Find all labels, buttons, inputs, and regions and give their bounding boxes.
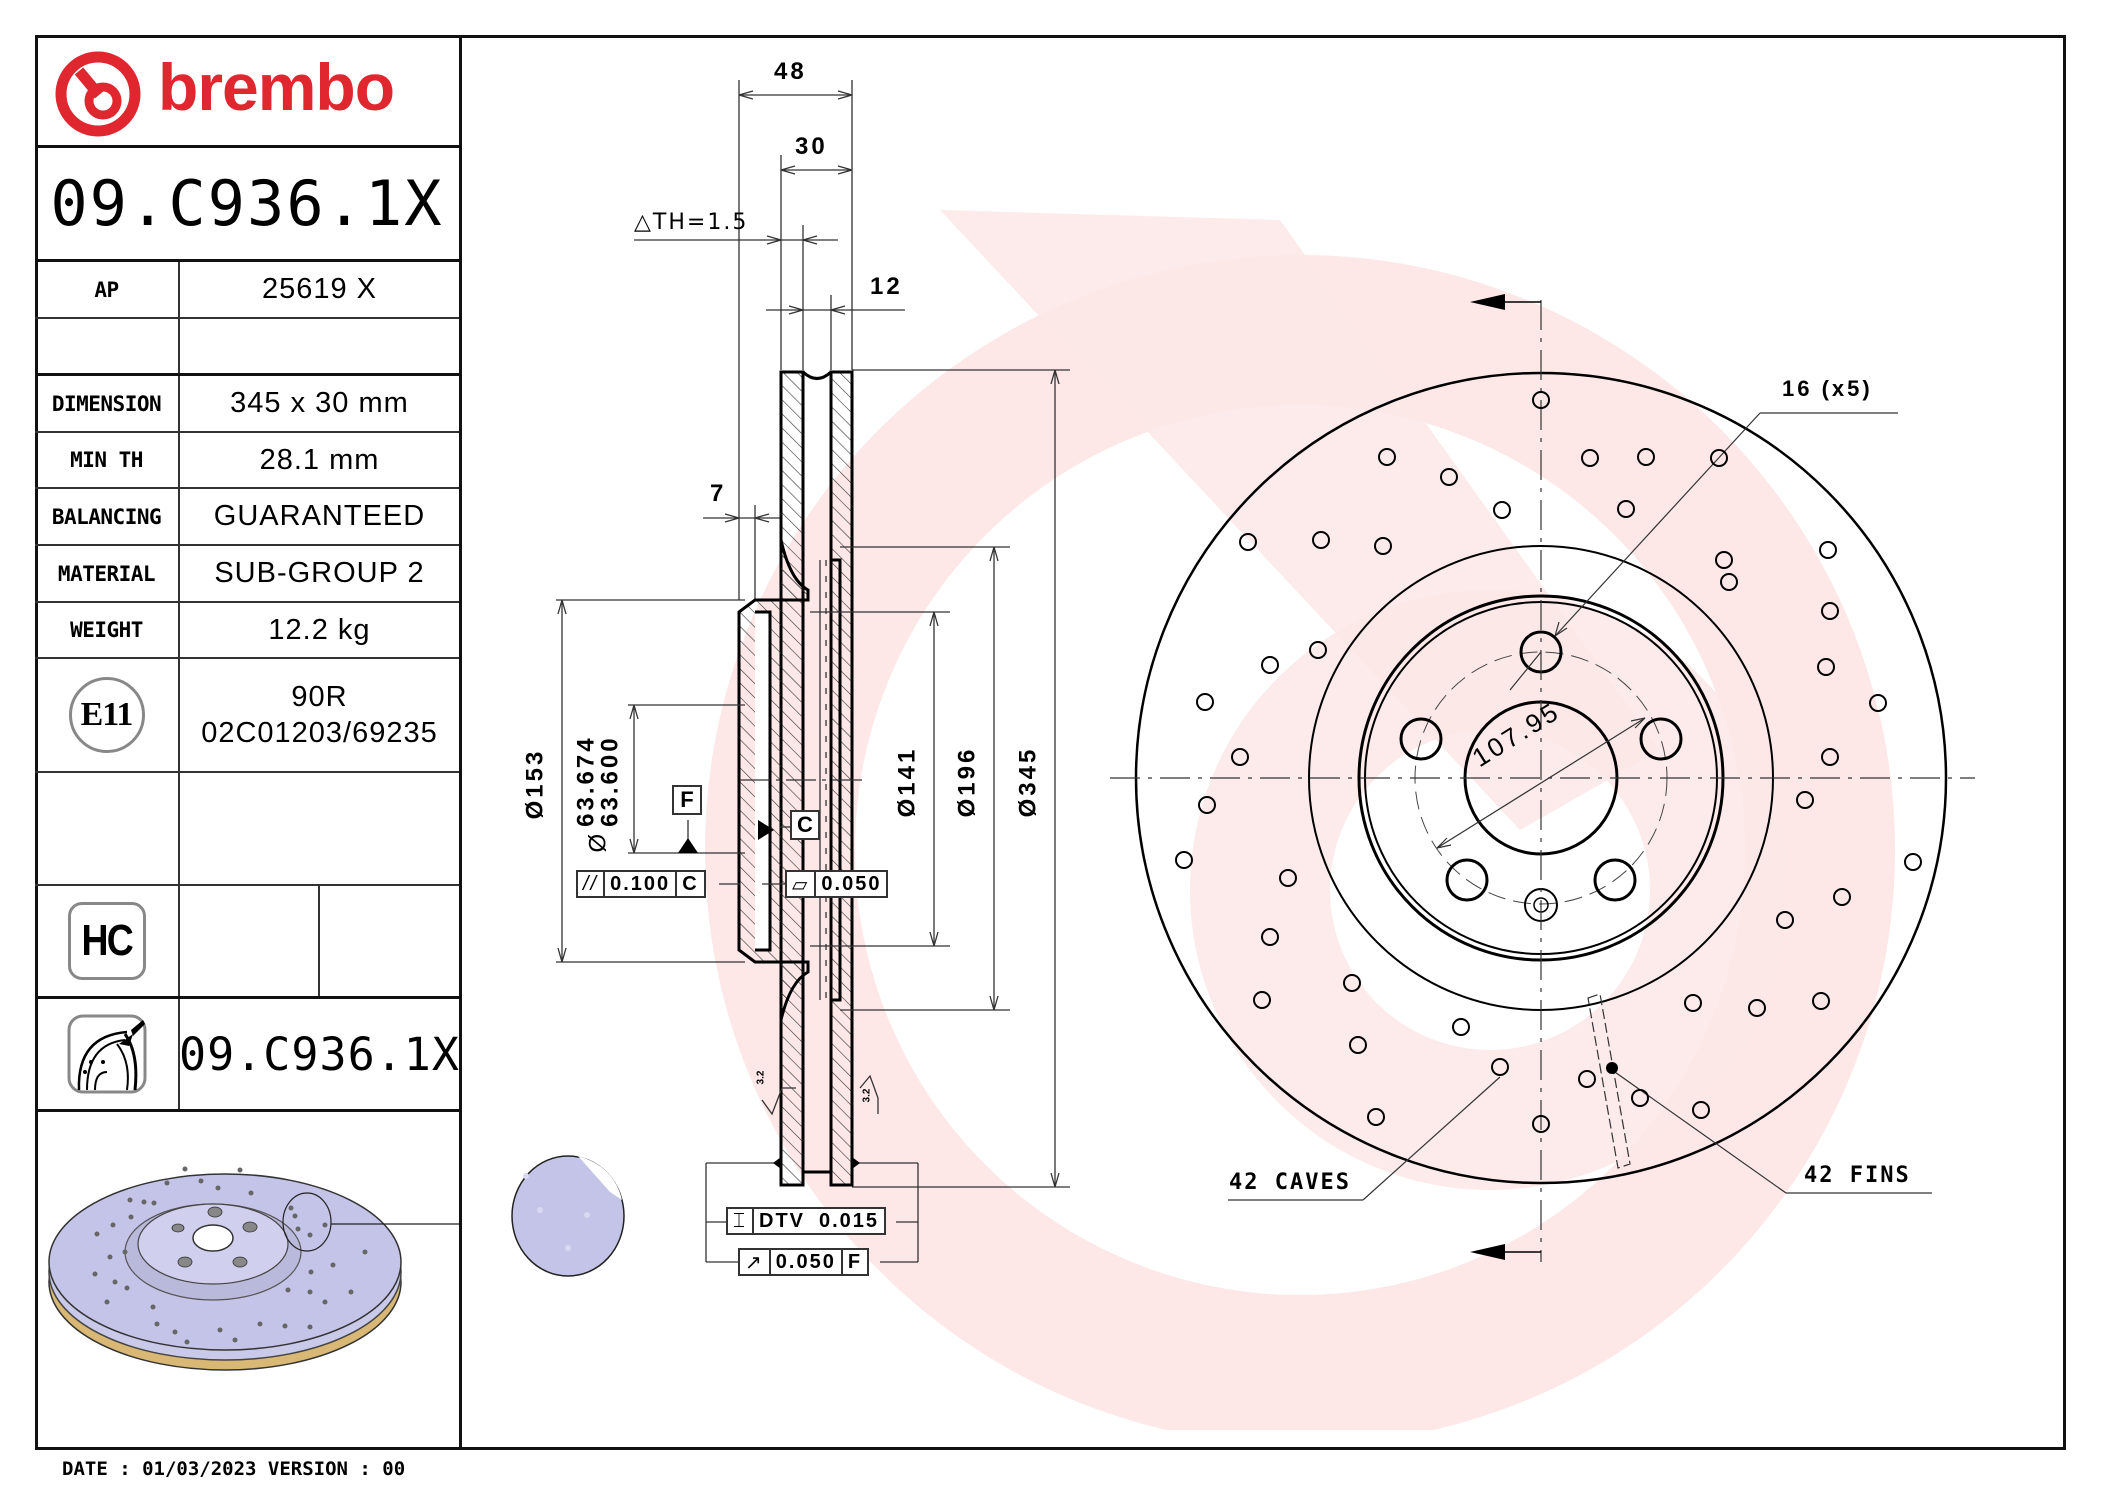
caves-callout: 42 CAVES bbox=[1229, 1170, 1351, 1195]
parallelism-value: 0.100 bbox=[605, 872, 678, 896]
icon-row-part-number: 09.C936.1X bbox=[179, 999, 460, 1109]
roughness-left: 3.2 bbox=[755, 1070, 767, 1085]
approval-row: E11 90R 02C01203/69235 bbox=[35, 659, 459, 773]
product-icon-cell bbox=[35, 999, 180, 1109]
dim-d196: Ø196 bbox=[953, 746, 981, 818]
dim-overall-width: 48 bbox=[774, 58, 807, 85]
runout-tolerance: ↗ 0.050 F bbox=[738, 1248, 870, 1276]
roughness-right: 3.2 bbox=[861, 1088, 873, 1103]
logo-row: brembo bbox=[35, 35, 459, 148]
runout-icon: ↗ bbox=[740, 1250, 771, 1274]
dim-d141: Ø141 bbox=[893, 746, 921, 818]
spec-row-balancing: BALANCING GUARANTEED bbox=[35, 489, 459, 546]
approval-regulation: 90R bbox=[291, 681, 348, 713]
spec-value: 25619 X bbox=[261, 273, 378, 305]
spec-label: MATERIAL bbox=[35, 546, 180, 601]
hc-badge-icon: HC bbox=[67, 902, 146, 980]
dim-delta-th: △TH=1.5 bbox=[634, 210, 749, 235]
spec-row-ap: AP 25619 X bbox=[35, 262, 459, 319]
flatness-value: 0.050 bbox=[821, 872, 882, 895]
drawing-frame bbox=[35, 35, 2066, 1450]
dim-d63-symbol: Ø bbox=[584, 830, 612, 853]
blank-cell bbox=[35, 773, 180, 884]
spec-label: WEIGHT bbox=[35, 603, 180, 657]
dim-d63-lower: 63.600 bbox=[596, 735, 624, 827]
dim-disc-thickness: 30 bbox=[795, 133, 828, 160]
spec-label: AP bbox=[35, 262, 180, 317]
spec-row-dimension: DIMENSION 345 x 30 mm bbox=[35, 376, 459, 433]
blank-row bbox=[35, 773, 459, 886]
fins-callout: 42 FINS bbox=[1804, 1163, 1911, 1188]
bolt-hole-callout: 16 (x5) bbox=[1782, 376, 1873, 401]
approval-mark-cell: E11 bbox=[35, 659, 180, 771]
front-view bbox=[1110, 294, 1975, 1262]
hc-badge: HC bbox=[81, 916, 133, 965]
title-block: brembo 09.C936.1X AP 25619 X DIMENSION 3… bbox=[35, 35, 462, 1450]
hc-cell: HC bbox=[35, 886, 180, 996]
dtv-label: DTV bbox=[759, 1209, 805, 1232]
spec-value: 28.1 mm bbox=[259, 443, 380, 476]
approval-text: 90R 02C01203/69235 bbox=[180, 659, 459, 771]
parallelism-icon: // bbox=[578, 872, 606, 896]
spec-label bbox=[35, 319, 180, 373]
dim-vane-gap: 12 bbox=[870, 273, 903, 300]
dtv-text: DTV 0.015 bbox=[754, 1209, 884, 1233]
spec-value: GUARANTEED bbox=[213, 500, 426, 532]
e11-approval-icon: E11 bbox=[68, 677, 145, 753]
spec-row-material: MATERIAL SUB-GROUP 2 bbox=[35, 546, 459, 603]
section-view bbox=[556, 80, 1070, 1263]
spec-label: BALANCING bbox=[35, 489, 180, 544]
spec-row-blank bbox=[35, 319, 459, 376]
part-number: 09.C936.1X bbox=[50, 167, 444, 240]
spec-value bbox=[180, 319, 459, 373]
brembo-logo-icon bbox=[55, 51, 141, 137]
parallelism-tolerance: // 0.100 C bbox=[576, 870, 706, 898]
dim-d63-limits: 63.674 63.600 bbox=[572, 735, 624, 827]
flatness-tolerance: ▱ 0.050 bbox=[785, 870, 889, 898]
spec-value: SUB-GROUP 2 bbox=[214, 557, 425, 589]
dtv-icon: ⌶ bbox=[728, 1209, 754, 1233]
spec-value: 345 x 30 mm bbox=[230, 387, 409, 419]
dtv-value: 0.015 bbox=[819, 1209, 880, 1232]
product-icon-row: 09.C936.1X bbox=[35, 999, 459, 1112]
part-number-row: 09.C936.1X bbox=[35, 148, 459, 262]
brand-name: brembo bbox=[158, 50, 395, 124]
flatness-icon: ▱ bbox=[787, 872, 817, 896]
spec-row-weight: WEIGHT 12.2 kg bbox=[35, 603, 459, 659]
approval-mark: E11 bbox=[80, 696, 134, 733]
spec-value: 12.2 kg bbox=[268, 613, 371, 646]
dim-d63-upper: 63.674 bbox=[572, 735, 600, 827]
runout-value: 0.050 bbox=[771, 1250, 843, 1274]
detail-zoom-bubble bbox=[511, 1155, 625, 1277]
part-number-small: 09.C936.1X bbox=[179, 1027, 460, 1081]
dim-d63: Ø 63.674 63.600 bbox=[572, 735, 624, 853]
parallelism-datum: C bbox=[682, 872, 699, 895]
runout-datum: F bbox=[847, 1250, 863, 1273]
date-version-line: DATE : 01/03/2023 VERSION : 00 bbox=[62, 1458, 406, 1480]
brake-disc-icon bbox=[67, 1014, 146, 1094]
spec-label: DIMENSION bbox=[35, 376, 180, 431]
hc-divider bbox=[318, 886, 320, 996]
dim-d153: Ø153 bbox=[521, 748, 549, 820]
datum-f: F bbox=[672, 785, 702, 815]
hc-row: HC bbox=[35, 886, 459, 999]
datum-c: C bbox=[790, 810, 820, 840]
spec-label: MIN TH bbox=[35, 433, 180, 487]
approval-number: 02C01203/69235 bbox=[201, 717, 438, 749]
spec-row-min-th: MIN TH 28.1 mm bbox=[35, 433, 459, 489]
dim-d345: Ø345 bbox=[1014, 746, 1042, 818]
disc-3d-render bbox=[48, 1166, 459, 1371]
dtv-tolerance: ⌶ DTV 0.015 bbox=[726, 1207, 887, 1235]
dim-hat-offset: 7 bbox=[710, 480, 727, 507]
